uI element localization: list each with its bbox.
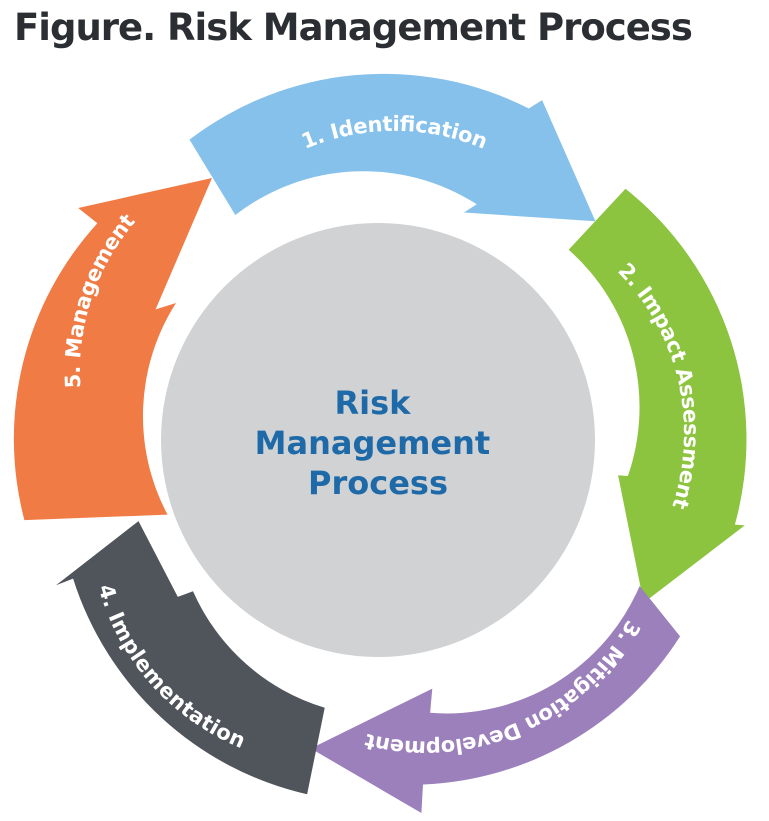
center-label: Risk Management Process — [255, 384, 502, 502]
center-line-1: Risk — [334, 384, 411, 422]
step-2-arrow — [568, 188, 747, 603]
step-3-arrow — [310, 585, 681, 813]
step-5-arrow — [13, 178, 212, 521]
center-line-2: Management — [255, 424, 491, 462]
step-4-arrow — [56, 521, 325, 795]
page-title: Figure. Risk Management Process — [14, 6, 693, 49]
center-line-3: Process — [308, 464, 448, 502]
center-circle — [161, 223, 595, 657]
step-1-arrow — [189, 73, 596, 222]
